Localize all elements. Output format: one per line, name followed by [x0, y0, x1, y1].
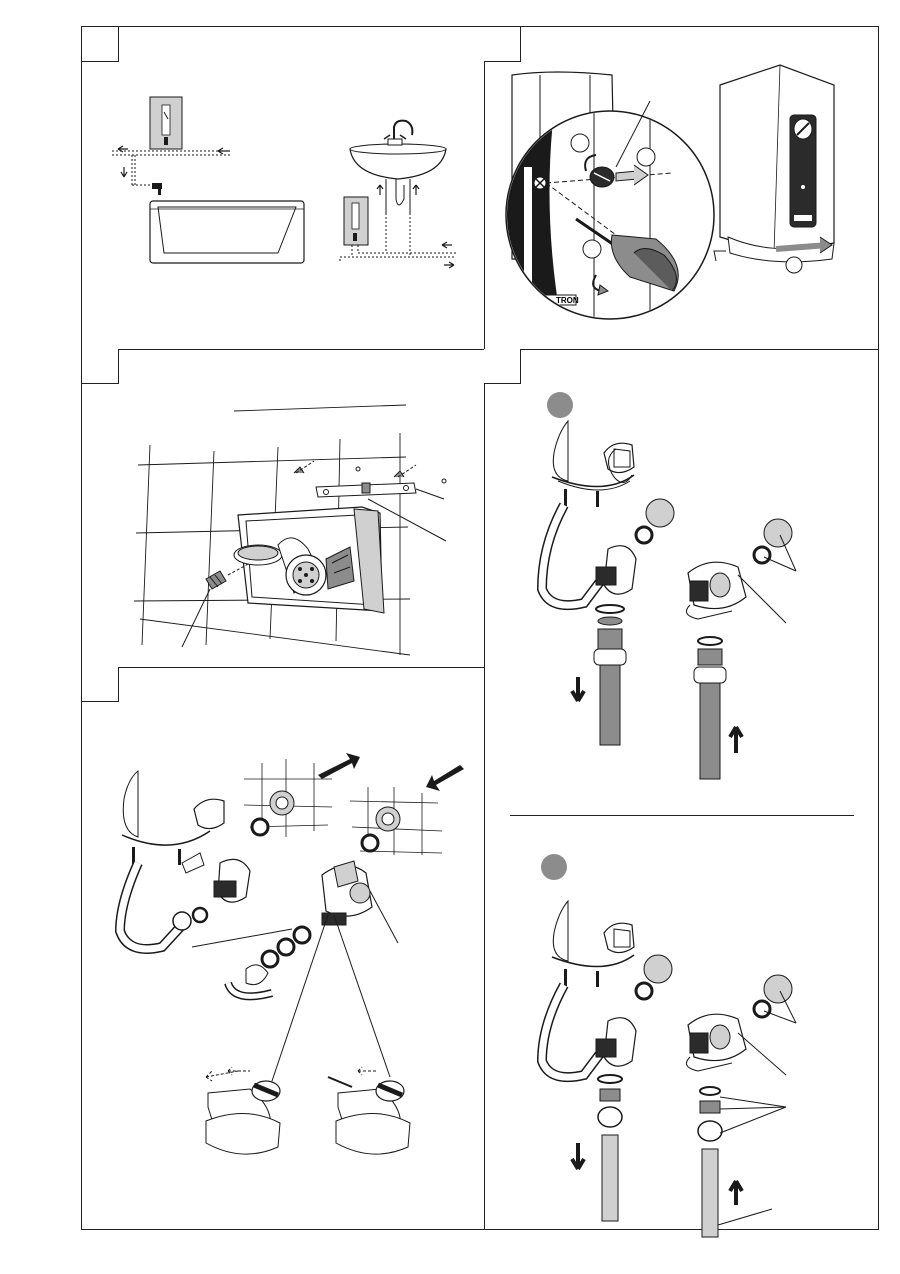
bathtub-installation-diagram — [112, 96, 305, 264]
figure-frame: TRON — [81, 26, 880, 1238]
panel-number-tab — [82, 667, 119, 702]
surface-connection-illustration — [114, 753, 464, 1155]
panel-number-tab — [82, 27, 119, 62]
panel-wall-mounting — [82, 349, 484, 667]
washbasin-installation-diagram — [339, 119, 456, 269]
step-separator — [510, 815, 854, 816]
panel-cover-removal: TRON — [484, 27, 880, 349]
step-marker-1 — [547, 392, 573, 418]
panel-pipe-connection — [484, 349, 880, 1238]
pipe-connection-detail-top — [536, 419, 797, 780]
heater-cover-removal-illustration: TRON — [505, 64, 835, 320]
pipe-connection-detail-bottom — [536, 899, 797, 1238]
panel-installation-locations — [82, 27, 484, 349]
row-divider-2 — [82, 667, 484, 668]
panel-surface-connection — [82, 667, 484, 1230]
panel-number-tab — [484, 27, 521, 62]
column-divider — [484, 27, 485, 1230]
wall-bracket-mounting-illustration — [133, 404, 447, 656]
step-marker-2 — [541, 854, 567, 880]
panel-number-tab — [484, 349, 521, 384]
panel-number-tab — [82, 349, 119, 384]
row-divider-1 — [82, 349, 879, 350]
brand-stamp-text: TRON — [556, 296, 579, 305]
